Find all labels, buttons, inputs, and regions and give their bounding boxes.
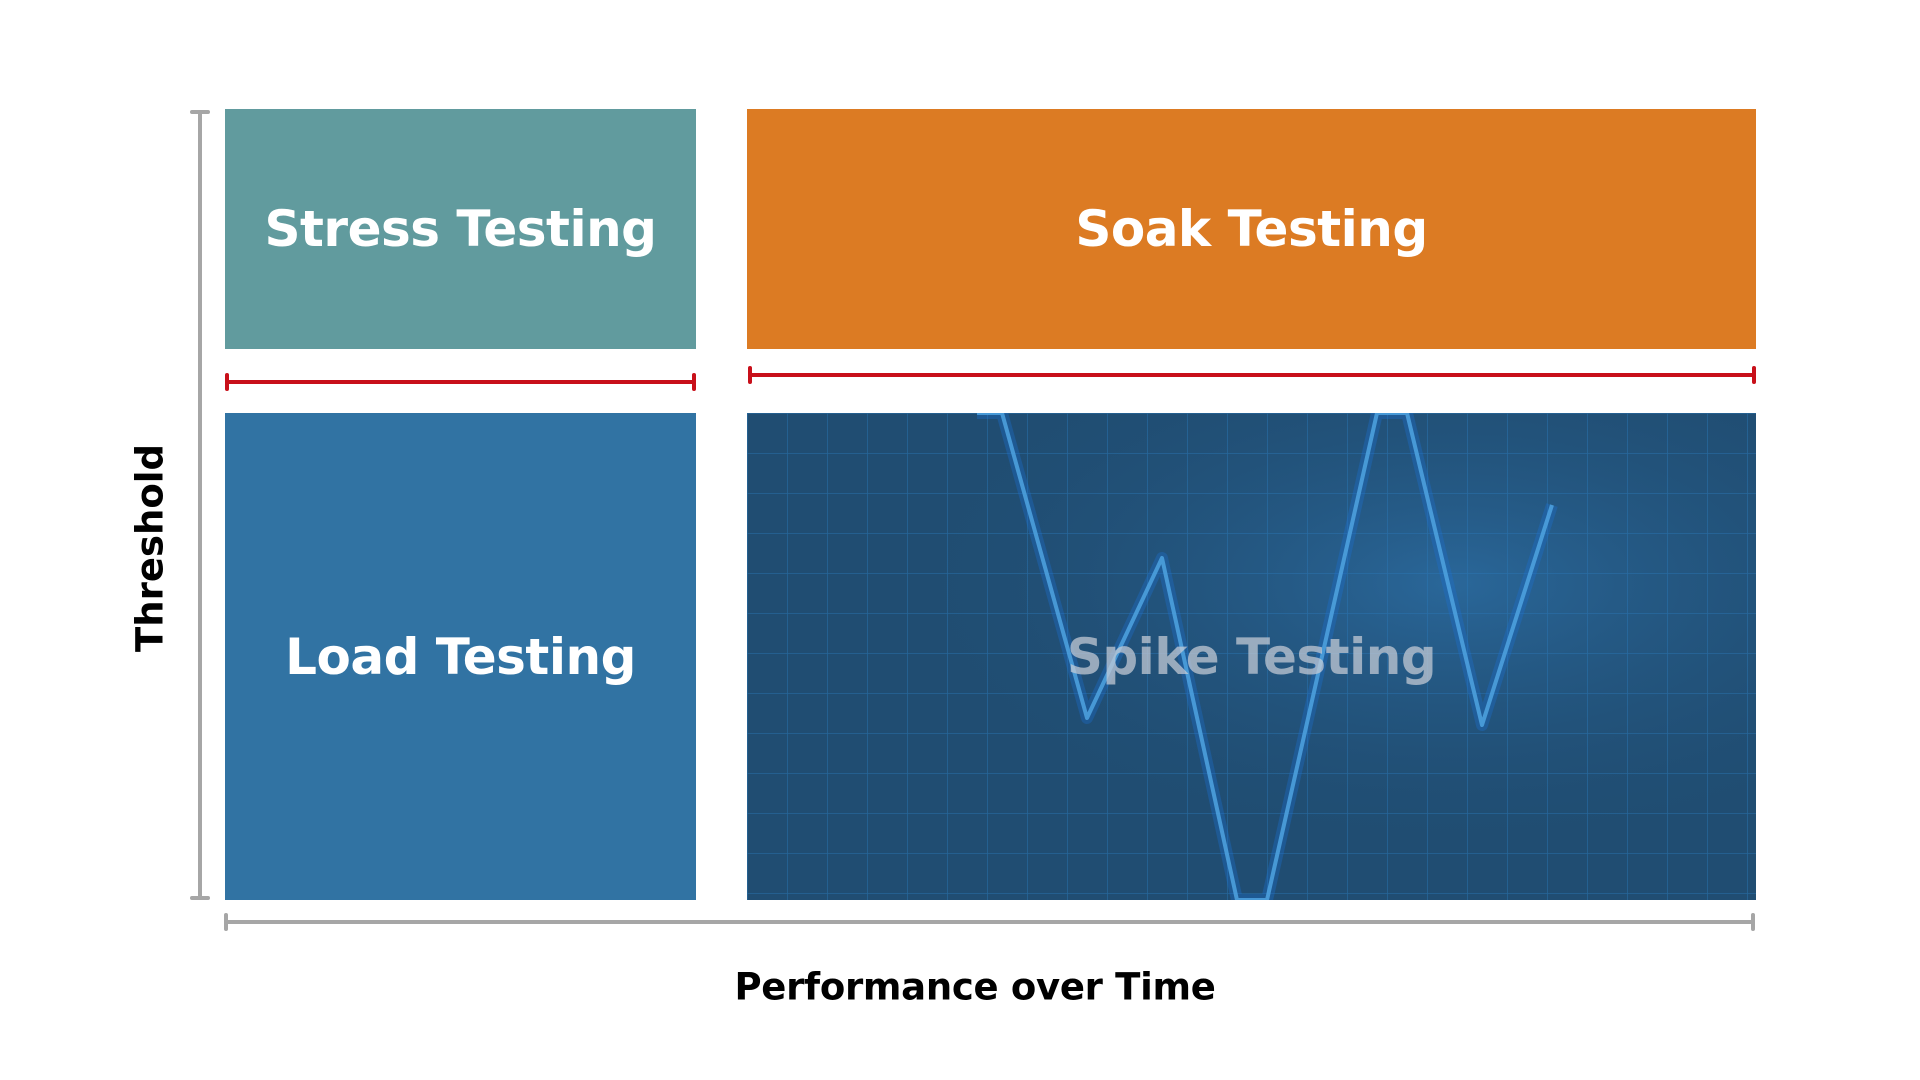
threshold-line-left (227, 380, 694, 384)
spike-testing-label: Spike Testing (1066, 627, 1437, 686)
spike-waveform-graphic (747, 413, 1756, 900)
threshold-line-right-cap-end (1752, 366, 1756, 384)
threshold-line-right-cap-start (748, 366, 752, 384)
x-axis-end-cap (1751, 913, 1755, 931)
load-testing-box: Load Testing (225, 413, 696, 900)
threshold-line-left-cap-end (692, 373, 696, 391)
y-axis-top-cap (190, 110, 210, 114)
load-testing-label: Load Testing (285, 627, 636, 686)
soak-testing-box: Soak Testing (747, 109, 1756, 349)
stress-testing-box: Stress Testing (225, 109, 696, 349)
spike-testing-box: Spike Testing (747, 413, 1756, 900)
threshold-line-left-cap-start (225, 373, 229, 391)
y-axis-label: Threshold (128, 444, 172, 652)
stress-testing-label: Stress Testing (264, 200, 657, 258)
x-axis-label: Performance over Time (734, 965, 1216, 1009)
y-axis-line (198, 112, 202, 898)
y-axis-bottom-cap (190, 896, 210, 900)
x-axis-line (226, 920, 1754, 924)
threshold-line-right (750, 373, 1754, 377)
x-axis-start-cap (224, 913, 228, 931)
soak-testing-label: Soak Testing (1075, 200, 1428, 258)
